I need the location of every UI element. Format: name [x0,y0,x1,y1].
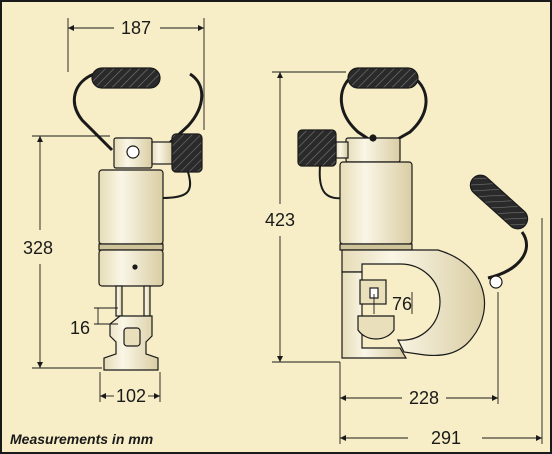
front-handle-grip [91,67,161,89]
side-handle-grip [347,67,419,89]
front-handle-frame [72,72,204,152]
dim-label-front-height: 328 [23,238,53,258]
front-valve-knob [171,133,203,173]
side-tilted-handle-arm [487,231,528,280]
side-tilted-handle-grip [469,174,529,230]
side-c-frame [341,249,486,357]
dimension-arrows [37,25,542,441]
dim-label-stroke: 16 [70,318,90,338]
dim-label-side-height: 423 [265,210,295,230]
front-view [72,67,204,371]
front-cylinder-upper [98,169,164,245]
dim-label-side-depth: 228 [409,388,439,408]
side-cylinder [339,161,413,245]
dim-label-throat: 76 [392,294,412,314]
dim-label-base-width: 102 [116,386,146,406]
dimension-lines [32,18,543,444]
front-hose [161,171,192,199]
dim-label-top-width: 187 [121,18,151,38]
side-view [297,67,529,359]
front-cylinder-lower [98,249,164,287]
dim-label-overall-depth: 291 [431,428,461,448]
side-valve-knob [297,129,337,167]
measurements-caption: Measurements in mm [10,431,154,447]
